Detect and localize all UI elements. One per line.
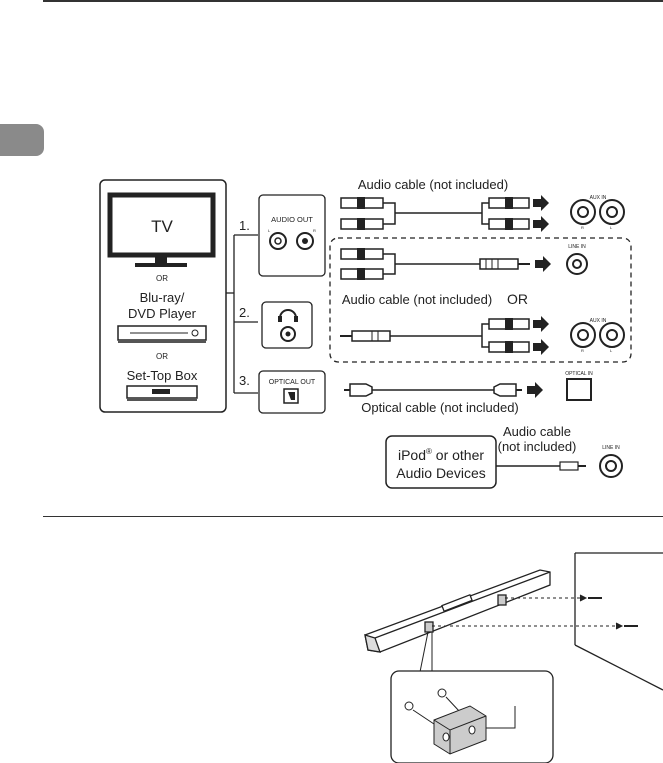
aux-in-jacks-top: AUX IN R L [571,195,624,230]
aux-in-l-lower: L [610,348,613,353]
or-label-1: OR [156,274,168,283]
bluray-player-icon [118,326,206,343]
or-label-mid: OR [507,291,528,307]
output-number-3: 3. [239,373,250,388]
bluray-label-2: DVD Player [128,306,197,321]
minijack-plug-mid [480,256,551,272]
line-in-label-mid: LINE IN [568,244,586,250]
aux-in-jacks-lower: AUX IN R L [571,318,624,353]
settop-label: Set-Top Box [127,368,198,383]
minijack-plug-left-lower [340,331,390,341]
audio-out-r: R [313,228,316,233]
wall-illustration [575,553,663,690]
aux-in-r-top: R [581,225,584,230]
aux-in-label-top: AUX IN [590,195,607,201]
optical-cable [344,382,543,398]
audio-cable-label-top: Audio cable (not included) [358,177,508,192]
ipod-cable [496,462,586,470]
audio-out-panel [259,195,325,276]
optical-in-jack: OPTICAL IN [565,371,593,400]
optical-cable-label: Optical cable (not included) [361,400,519,415]
soundbar-illustration [365,570,550,652]
bracket-zoom-callout [391,632,553,763]
or-label-2: OR [156,352,168,361]
ipod-cable-label-1: Audio cable [503,424,571,439]
audio-cable-mid [383,254,480,274]
rca-plug-pair-right-top [489,195,549,232]
audio-cable-lower [390,324,492,347]
optical-in-label: OPTICAL IN [565,371,593,377]
output-number-2: 2. [239,305,250,320]
line-in-jack-ipod: LINE IN [600,445,622,477]
optical-jack-icon [284,389,298,403]
ipod-cable-label-2: (not included) [498,439,577,454]
aux-in-r-lower: R [581,348,584,353]
line-in-jack-mid: LINE IN [567,244,587,274]
output-number-1: 1. [239,218,250,233]
rca-plug-pair-left-top [341,197,383,230]
rca-plug-pair-mid [341,248,383,280]
line-in-label-ipod: LINE IN [602,445,620,451]
audio-cable-label-mid: Audio cable (not included) [342,292,492,307]
tv-label: TV [151,217,173,236]
rca-plug-pair-right-lower [489,316,549,355]
audio-cable-top [383,203,492,224]
audio-out-label: AUDIO OUT [271,215,313,224]
aux-in-label-lower: AUX IN [590,318,607,324]
ipod-label-1: iPod® or other [398,447,484,463]
bluray-label-1: Blu-ray/ [140,290,185,305]
ipod-label-2: Audio Devices [396,465,486,481]
aux-in-l-top: L [610,225,613,230]
optical-out-label: OPTICAL OUT [269,379,316,386]
settop-box-icon [127,386,197,401]
